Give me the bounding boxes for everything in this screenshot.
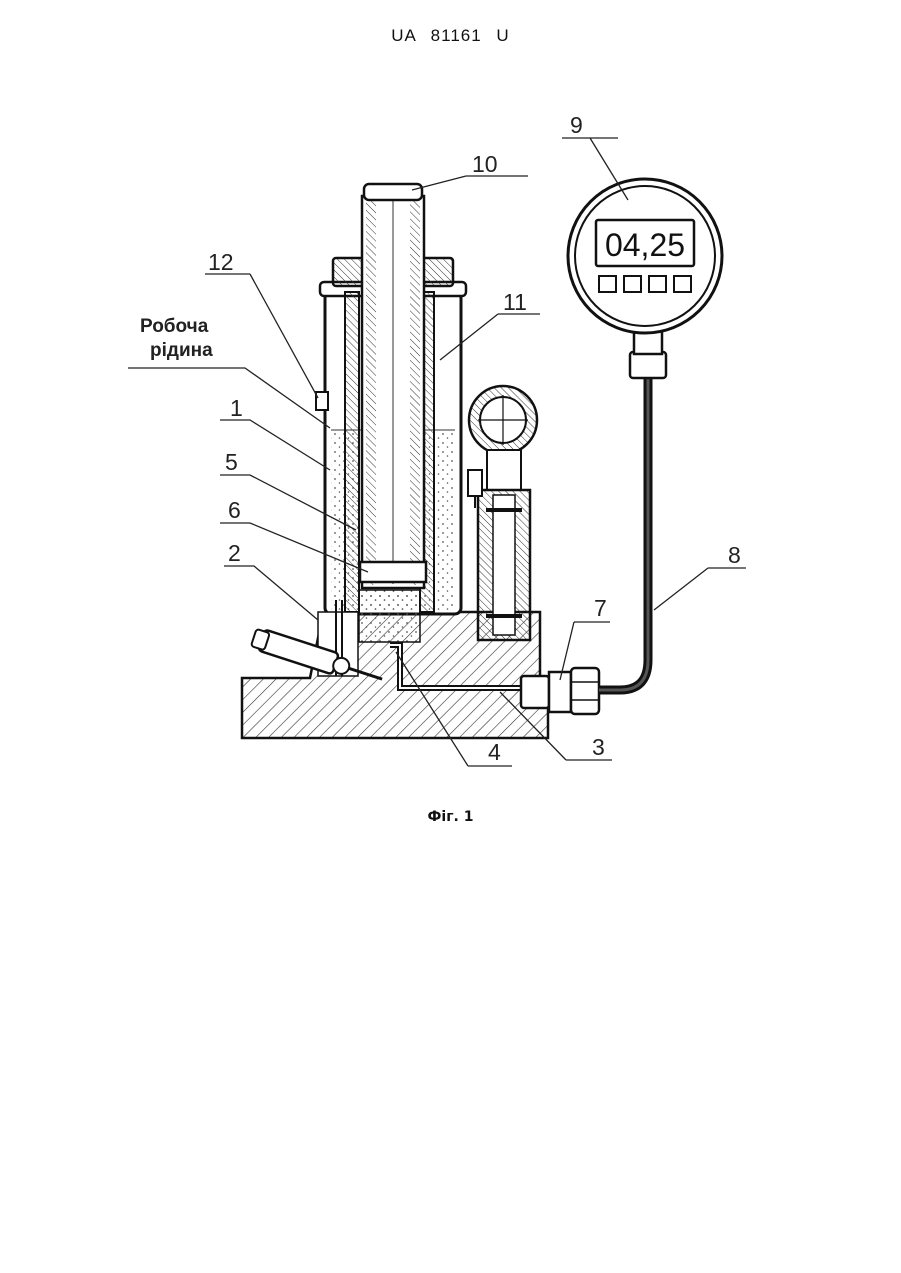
label-9: 9 xyxy=(570,112,583,138)
plunger xyxy=(360,184,426,588)
gauge-display-value: 04,25 xyxy=(605,227,685,263)
label-4: 4 xyxy=(488,739,501,765)
label-8: 8 xyxy=(728,542,741,568)
label-11: 11 xyxy=(503,289,527,315)
label-3: 3 xyxy=(592,734,605,760)
label-12: 12 xyxy=(208,249,234,275)
fluid-label-line2: рідина xyxy=(150,340,213,361)
label-6: 6 xyxy=(228,497,241,523)
label-2: 2 xyxy=(228,540,241,566)
label-5: 5 xyxy=(225,449,238,475)
fitting-connector xyxy=(521,668,599,714)
digital-pressure-gauge: 04,25 xyxy=(568,179,722,378)
label-1: 1 xyxy=(230,395,243,421)
hand-pump xyxy=(468,386,537,640)
filler-plug xyxy=(316,392,328,410)
hydraulic-jack-diagram: 04,25 10 9 11 12 Робоча рідина 1 5 6 2 xyxy=(0,0,901,900)
label-7: 7 xyxy=(594,595,607,621)
pressure-hose xyxy=(599,378,648,690)
figure-caption: Фіг. 1 xyxy=(0,809,901,825)
fluid-label-line1: Робоча xyxy=(140,316,209,337)
label-10: 10 xyxy=(472,151,498,177)
